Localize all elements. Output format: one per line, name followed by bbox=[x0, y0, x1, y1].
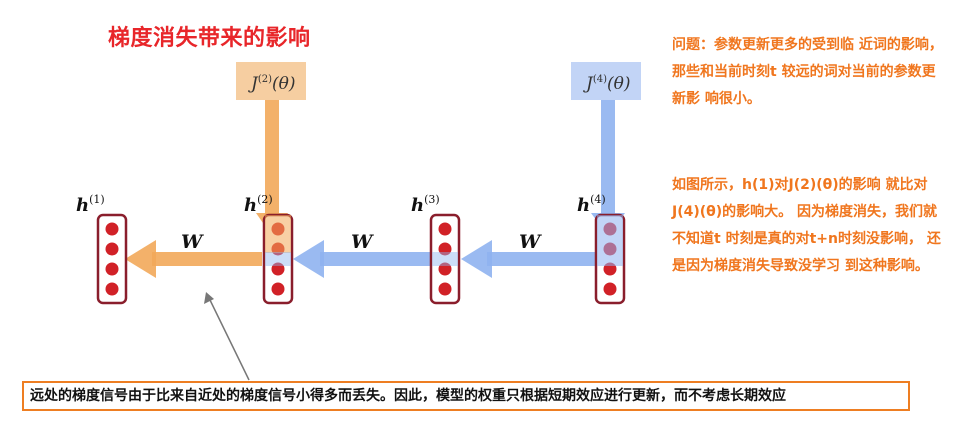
vertical-arrow-j4 bbox=[601, 100, 615, 215]
overlay-h4-blue bbox=[597, 215, 623, 266]
horizontal-arrowhead-h4-h3 bbox=[461, 240, 492, 278]
horizontal-arrow-h2-h1 bbox=[152, 252, 262, 266]
hidden-label-h1: h(1) bbox=[76, 193, 105, 216]
pointer-arrow-line bbox=[209, 299, 250, 381]
loss-label-j4: J(4)(θ) bbox=[583, 74, 631, 94]
problem-description: 问题：参数更新更多的受到临 近词的影响，那些和当前时刻t 较远的词对当前的参数更… bbox=[672, 37, 943, 107]
loss-label-j2: J(2)(θ) bbox=[248, 74, 296, 94]
overlay-h2-orange bbox=[265, 215, 291, 253]
horizontal-arrowhead-h2-h1 bbox=[125, 240, 156, 278]
pointer-arrowhead bbox=[204, 292, 214, 304]
neuron-column-h1 bbox=[96, 213, 128, 305]
overlay-h2-blue bbox=[265, 252, 291, 266]
horizontal-arrow-h4-h3 bbox=[487, 252, 597, 266]
weight-label-1: W bbox=[181, 231, 204, 253]
overlay-h3-blue bbox=[432, 252, 458, 266]
figure-explanation: 如图所示，h(1)对J(2)(θ)的影响 就比对J(4)(θ)的影响大。 因为梯… bbox=[672, 177, 941, 274]
hidden-label-h4: h(4) bbox=[577, 193, 606, 216]
neuron-column-h3 bbox=[429, 213, 461, 305]
horizontal-arrowhead-h3-h2 bbox=[293, 240, 324, 278]
weight-label-3: W bbox=[519, 231, 542, 253]
weight-label-2: W bbox=[351, 231, 374, 253]
caption-box: 远处的梯度信号由于比来自近处的梯度信号小得多而丢失。因此，模型的权重只根据短期效… bbox=[22, 381, 910, 411]
hidden-label-h3: h(3) bbox=[411, 193, 440, 216]
vertical-arrow-j2 bbox=[265, 100, 279, 215]
slide-title: 梯度消失带来的影响 bbox=[108, 26, 311, 51]
hidden-label-h2: h(2) bbox=[244, 193, 273, 216]
horizontal-arrow-h3-h2 bbox=[320, 252, 430, 266]
loss-box-j4 bbox=[571, 62, 641, 100]
loss-box-j2 bbox=[236, 62, 306, 100]
